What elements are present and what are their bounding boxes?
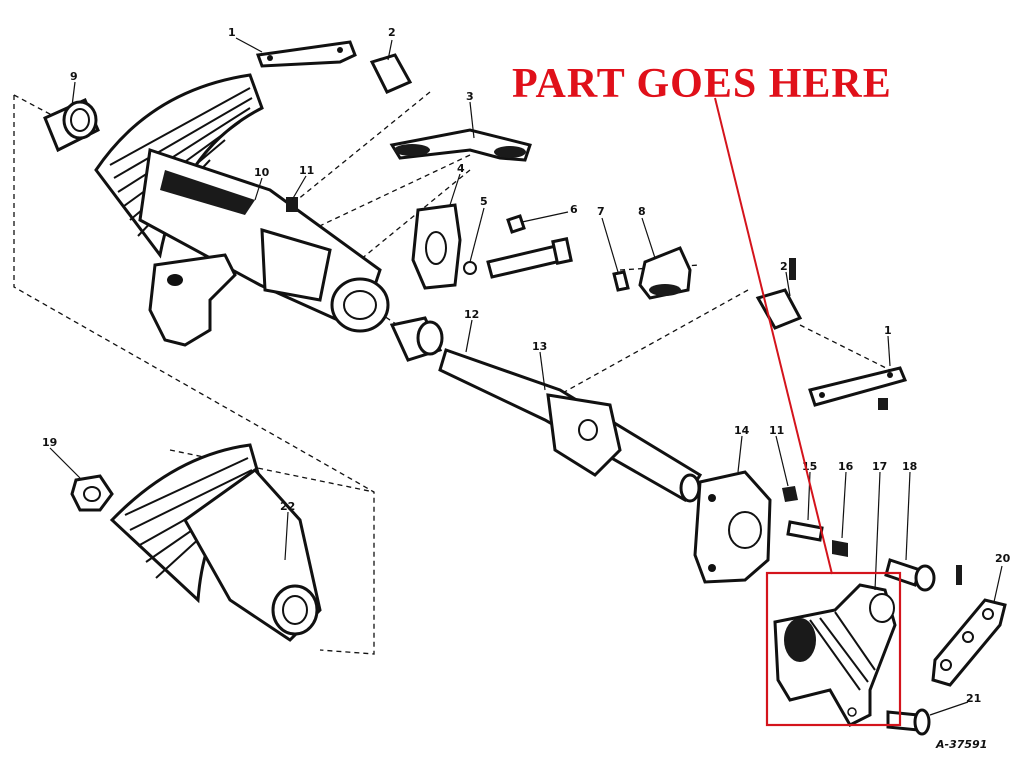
screw-part-6: [506, 214, 526, 234]
callout-2-right: 2: [780, 260, 788, 273]
clamp-half-part-4: [411, 203, 462, 290]
callout-11-lower: 11: [769, 424, 784, 437]
callout-12: 12: [464, 308, 479, 321]
lever-part-3: [389, 128, 532, 162]
bracket-part-17: [773, 583, 897, 727]
callout-8: 8: [638, 205, 646, 218]
pin-part-2-top: [369, 53, 413, 94]
lower-fender-assembly: [109, 443, 322, 642]
callout-20: 20: [995, 552, 1011, 565]
bushing-part-12: [389, 316, 444, 362]
callout-1-top: 1: [228, 26, 236, 39]
callout-9: 9: [70, 70, 78, 83]
annotation-overlay: PART GOES HERE: [512, 61, 902, 727]
fender-housing-part-10: [94, 73, 390, 333]
bushing-part-9: [43, 98, 100, 153]
callout-4: 4: [457, 162, 465, 175]
bolt-part-5: [463, 237, 573, 279]
annotation-highlight-box: [765, 571, 902, 727]
block-part-14: [693, 470, 772, 584]
gasket-part-20: [931, 598, 1007, 687]
callout-17: 17: [872, 460, 887, 473]
callout-19: 19: [42, 436, 57, 449]
pin-part-18: [884, 558, 936, 592]
shaft-part-13: [438, 348, 703, 503]
bolt-part-21: [886, 708, 931, 736]
drawing-number: A-37591: [935, 738, 987, 751]
annotation-pointer-line: [714, 97, 833, 575]
annotation-text: PART GOES HERE: [512, 61, 892, 107]
callout-21: 21: [966, 692, 981, 705]
callout-11-upper: 11: [299, 164, 314, 177]
callout-6: 6: [570, 203, 578, 216]
callout-1-right: 1: [884, 324, 892, 337]
screw-part-11-upper: [286, 197, 298, 212]
lower-clamp-part: [148, 253, 237, 347]
callout-22: 22: [280, 500, 295, 513]
callout-2-top: 2: [388, 26, 396, 39]
callout-5: 5: [480, 195, 488, 208]
callout-18: 18: [902, 460, 917, 473]
callout-leader-lines: [49, 37, 1003, 716]
callout-16: 16: [838, 460, 854, 473]
plate-part-1-top: [255, 40, 357, 68]
bracket-part-8: [638, 246, 692, 300]
nut-part-19: [70, 474, 114, 512]
callout-3: 3: [466, 90, 474, 103]
callout-7: 7: [597, 205, 605, 218]
plate-part-1-right: [808, 366, 908, 410]
pin-part-2-right: [755, 258, 803, 330]
small-parts-11-15-16: [782, 486, 848, 557]
callout-13: 13: [532, 340, 547, 353]
screw-part-7: [612, 270, 630, 292]
cotter-pin: [956, 565, 962, 585]
callout-10: 10: [254, 166, 270, 179]
callout-14: 14: [734, 424, 750, 437]
